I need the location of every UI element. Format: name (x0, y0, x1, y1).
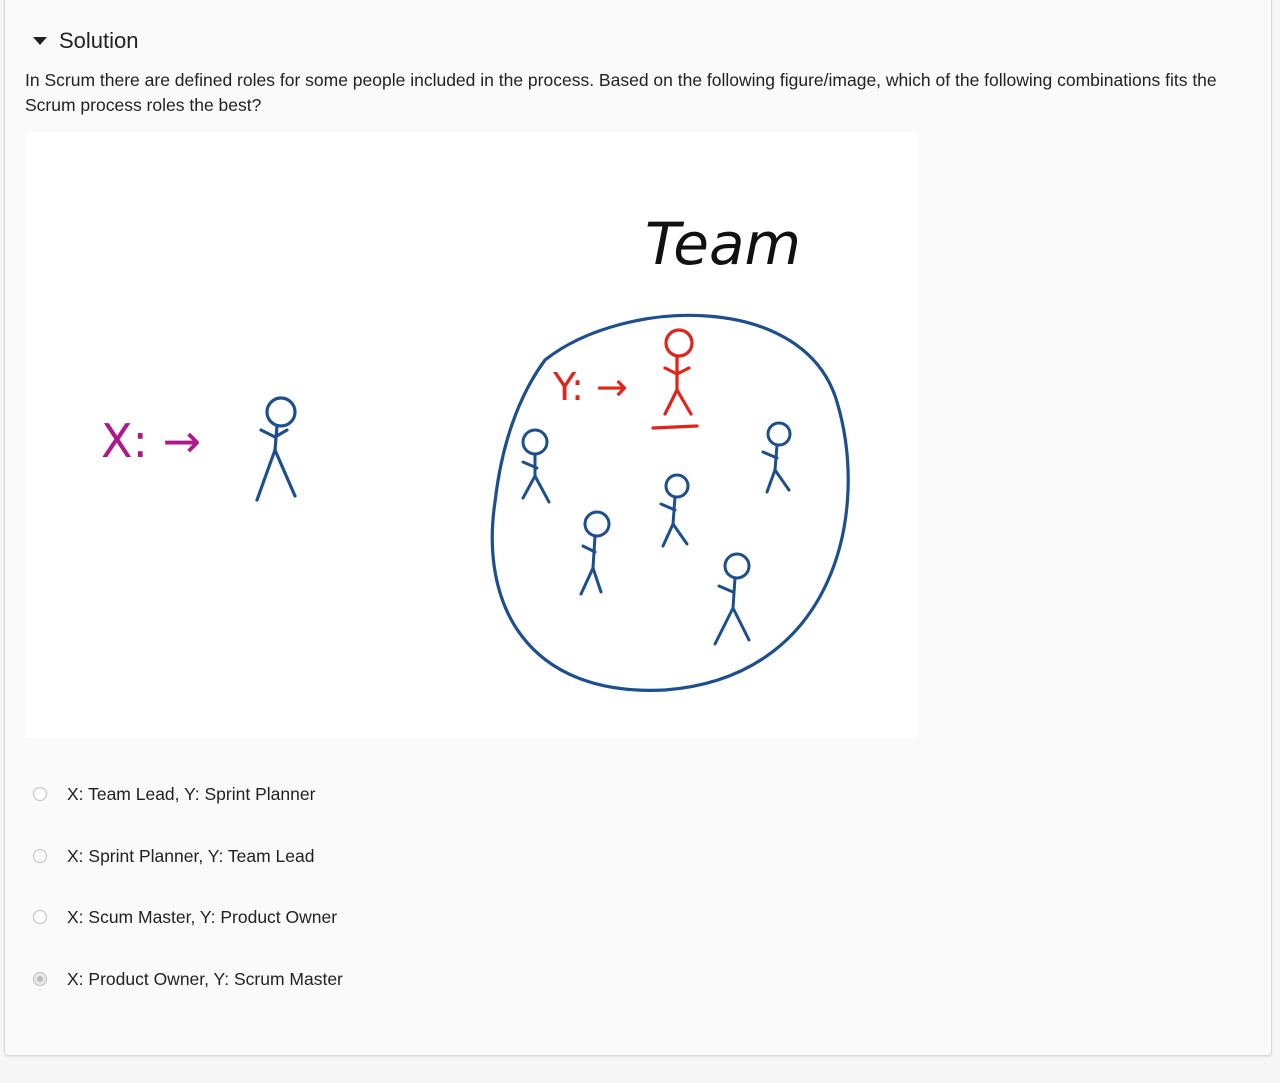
caret-down-icon (33, 37, 47, 45)
question-text: In Scrum there are defined roles for som… (25, 70, 1217, 115)
y-label: Y: → (552, 365, 628, 409)
team-label: Team (645, 210, 801, 278)
y-person-figure (651, 328, 699, 430)
radio-button[interactable] (33, 849, 47, 863)
solution-toggle[interactable]: Solution (33, 28, 139, 54)
x-label: X: → (101, 414, 201, 468)
radio-button-selected[interactable] (33, 972, 47, 986)
option-label: X: Scum Master, Y: Product Owner (67, 906, 338, 927)
radio-button[interactable] (33, 787, 47, 801)
team-member-figure (761, 421, 792, 494)
team-member-figure (579, 510, 611, 596)
team-member-figure (521, 428, 551, 504)
solution-card: Solution In Scrum there are defined role… (4, 0, 1272, 1056)
team-circle (490, 313, 850, 692)
option-2[interactable]: X: Scum Master, Y: Product Owner (33, 903, 337, 931)
option-3[interactable]: X: Product Owner, Y: Scrum Master (33, 965, 343, 993)
option-label: X: Sprint Planner, Y: Team Lead (67, 845, 315, 866)
option-label: X: Product Owner, Y: Scrum Master (67, 968, 343, 989)
scrum-roles-figure: Team X: → Y: → (25, 132, 918, 738)
option-0[interactable]: X: Team Lead, Y: Sprint Planner (33, 780, 315, 808)
radio-button[interactable] (33, 910, 47, 924)
section-title: Solution (59, 28, 139, 53)
x-role-group: X: → (101, 396, 297, 502)
team-member-figure (659, 473, 690, 548)
option-label: X: Team Lead, Y: Sprint Planner (67, 783, 316, 804)
x-person-figure (255, 396, 297, 502)
team-member-figure (713, 552, 751, 646)
y-role-group: Y: → (552, 328, 699, 430)
option-1[interactable]: X: Sprint Planner, Y: Team Lead (33, 842, 314, 870)
